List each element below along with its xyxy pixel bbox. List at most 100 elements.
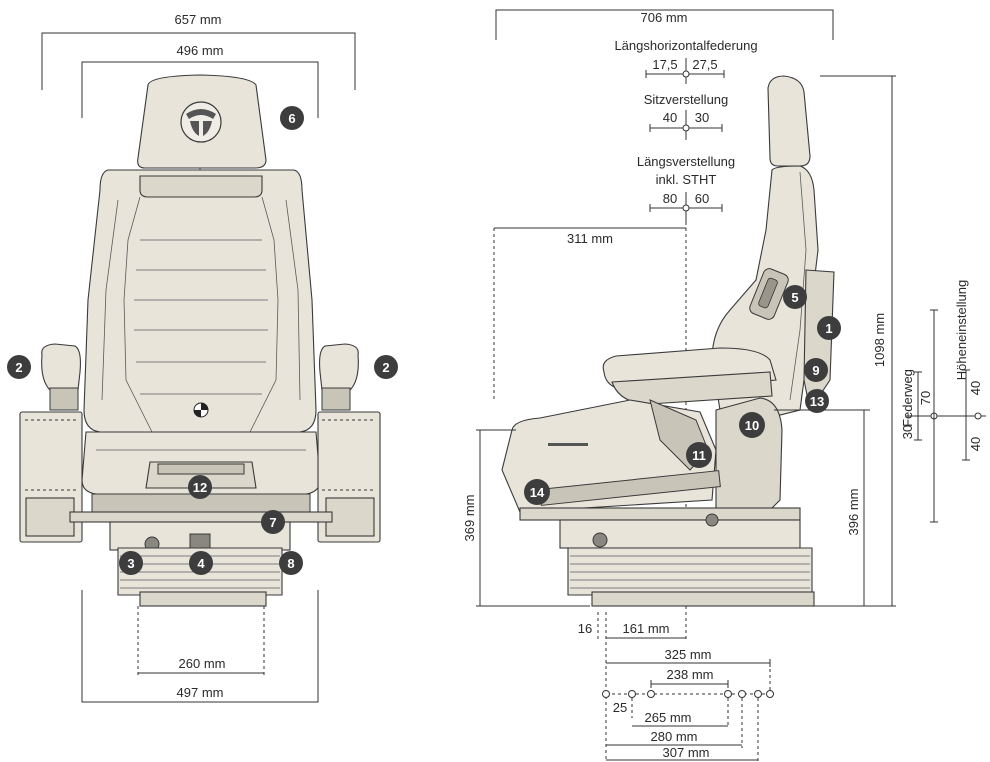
svg-text:60: 60 <box>695 191 709 206</box>
svg-text:7: 7 <box>269 515 276 530</box>
dim-497-label: 497 mm <box>177 685 224 700</box>
dim-1098: 1098 mm <box>820 75 896 606</box>
height-adjustment-scale: Höheneinstellung 40 40 <box>930 280 986 523</box>
dim-497: 497 mm <box>81 590 319 703</box>
callout-1: 1 <box>817 316 841 340</box>
seat-adjustment-scale: Sitzverstellung 40 30 <box>644 92 729 140</box>
dim-706-label: 706 mm <box>641 10 688 25</box>
svg-text:14: 14 <box>530 485 545 500</box>
svg-text:4: 4 <box>197 556 205 571</box>
front-backrest-center <box>139 175 263 198</box>
callout-2-left: 2 <box>7 355 31 379</box>
svg-text:2: 2 <box>382 360 389 375</box>
dim-706: 706 mm <box>495 9 834 40</box>
svg-text:10: 10 <box>745 418 759 433</box>
callout-4: 4 <box>189 551 213 575</box>
dim-496: 496 mm <box>81 43 319 118</box>
callout-12: 12 <box>188 475 212 499</box>
svg-text:Längsverstellung: Längsverstellung <box>637 154 735 169</box>
horizontal-suspension-scale: Längshorizontalfederung 17,5 27,5 <box>614 38 758 84</box>
svg-text:13: 13 <box>810 394 824 409</box>
svg-text:30: 30 <box>695 110 709 125</box>
callout-10: 10 <box>739 412 765 438</box>
mounting-holes <box>602 690 774 698</box>
callout-8: 8 <box>279 551 303 575</box>
svg-text:Längshorizontalfederung: Längshorizontalfederung <box>614 38 757 53</box>
svg-text:27,5: 27,5 <box>692 57 717 72</box>
svg-text:2: 2 <box>15 360 22 375</box>
front-backrest <box>83 169 317 433</box>
callout-14: 14 <box>524 479 550 505</box>
svg-text:1: 1 <box>825 321 832 336</box>
svg-text:17,5: 17,5 <box>652 57 677 72</box>
callout-5: 5 <box>783 285 807 309</box>
dim-307: 307 mm <box>606 698 759 762</box>
svg-text:inkl. STHT: inkl. STHT <box>656 172 717 187</box>
dim-369-label: 369 mm <box>462 495 477 542</box>
dim-496-label: 496 mm <box>177 43 224 58</box>
dim-1098-label: 1098 mm <box>872 313 887 367</box>
side-bellows <box>567 547 815 607</box>
callout-2-right: 2 <box>374 355 398 379</box>
svg-text:Federweg: Federweg <box>900 369 915 427</box>
svg-text:Höheneinstellung: Höheneinstellung <box>954 280 969 380</box>
svg-text:161 mm: 161 mm <box>623 621 670 636</box>
lumbar-knob-icon <box>758 277 778 309</box>
svg-text:40: 40 <box>663 110 677 125</box>
callout-6: 6 <box>280 106 304 130</box>
dim-657-label: 657 mm <box>175 12 222 27</box>
dim-16: 16 <box>578 612 599 640</box>
side-view: 706 mm Längshorizontalfederung 17,5 27,5… <box>462 9 986 762</box>
dim-396: 396 mm <box>774 409 896 607</box>
center-mark-icon <box>193 402 209 418</box>
svg-text:80: 80 <box>663 191 677 206</box>
svg-text:238 mm: 238 mm <box>667 667 714 682</box>
callout-11: 11 <box>686 442 712 468</box>
svg-text:307 mm: 307 mm <box>663 745 710 760</box>
dim-260-label: 260 mm <box>179 656 226 671</box>
svg-text:9: 9 <box>812 363 819 378</box>
svg-text:8: 8 <box>287 556 294 571</box>
svg-text:70: 70 <box>918 391 933 405</box>
svg-text:11: 11 <box>692 448 706 463</box>
callout-3: 3 <box>119 551 143 575</box>
svg-text:12: 12 <box>193 480 207 495</box>
dim-280: 280 mm <box>606 698 743 748</box>
dim-325: 325 mm <box>606 647 771 698</box>
svg-text:25: 25 <box>613 700 627 715</box>
svg-text:40: 40 <box>968 437 983 451</box>
dim-238: 238 mm <box>650 667 729 688</box>
callout-13: 13 <box>805 389 829 413</box>
dim-25: 25 <box>613 698 633 718</box>
svg-text:6: 6 <box>288 111 295 126</box>
svg-text:280 mm: 280 mm <box>651 729 698 744</box>
side-backrest-frame <box>803 269 835 412</box>
dim-265: 265 mm <box>632 698 729 728</box>
side-slide-rail <box>519 507 801 521</box>
svg-text:5: 5 <box>791 290 798 305</box>
dim-311-label: 311 mm <box>567 231 613 246</box>
callout-9: 9 <box>804 358 828 382</box>
dim-369: 369 mm <box>462 429 590 607</box>
svg-text:325 mm: 325 mm <box>665 647 712 662</box>
svg-text:16: 16 <box>578 621 592 636</box>
dim-161: 161 mm <box>605 612 686 762</box>
svg-text:265 mm: 265 mm <box>645 710 692 725</box>
fore-aft-scale: Längsverstellung inkl. STHT 80 60 <box>637 154 735 222</box>
front-armrest-left <box>19 343 83 543</box>
svg-text:30: 30 <box>900 425 915 439</box>
svg-text:Sitzverstellung: Sitzverstellung <box>644 92 729 107</box>
front-armrest-right <box>317 343 381 543</box>
svg-text:40: 40 <box>968 381 983 395</box>
callout-7: 7 <box>261 510 285 534</box>
front-view: 657 mm 496 mm <box>7 12 398 703</box>
brand-mark-icon: ▬▬▬▬ <box>548 438 588 449</box>
dim-260: 260 mm <box>137 606 265 676</box>
dim-396-label: 396 mm <box>846 489 861 536</box>
front-rail <box>69 511 333 523</box>
side-headrest <box>767 75 811 167</box>
suspension-travel-scale: Federweg 70 30 <box>900 369 950 441</box>
dim-657: 657 mm <box>41 12 356 90</box>
logo-icon <box>180 101 222 143</box>
